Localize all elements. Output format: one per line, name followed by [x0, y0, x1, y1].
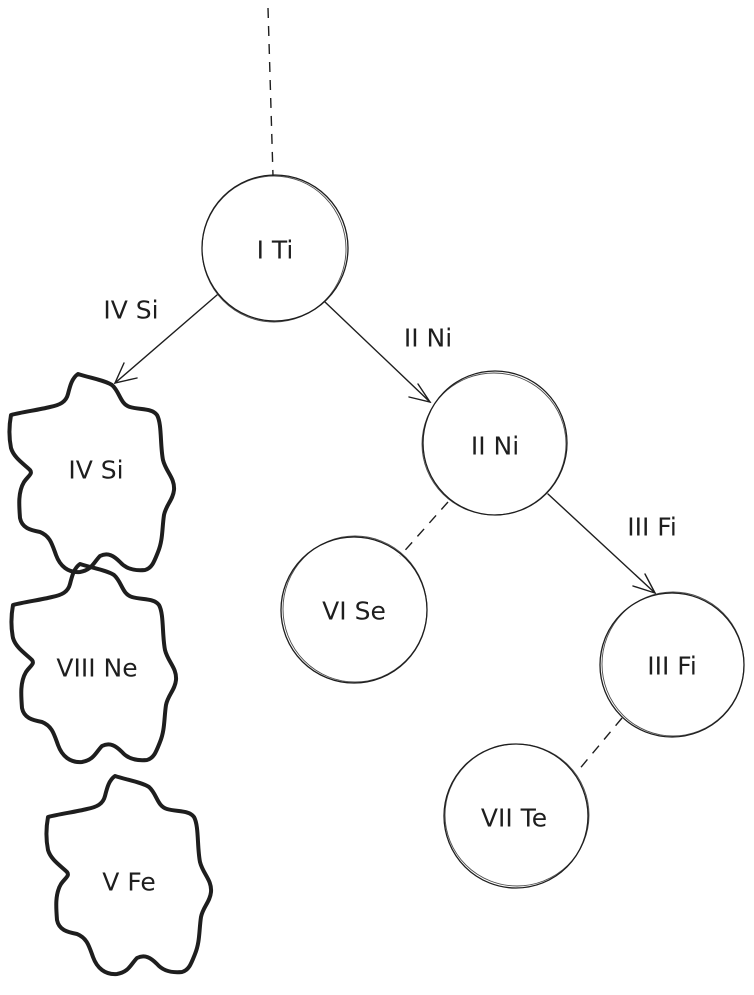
node-i-ti[interactable]: I Ti: [201, 174, 349, 323]
node-label: V Fe: [102, 868, 155, 897]
edge-i-ti-to-iv-si: [113, 294, 218, 384]
node-label: VI Se: [322, 597, 386, 626]
node-iv-si[interactable]: IV Si: [7, 372, 177, 575]
edge-i-ti-to-ii-ni: [324, 301, 432, 404]
node-ii-ni[interactable]: II Ni: [421, 370, 568, 516]
node-vi-se[interactable]: VI Se: [280, 535, 428, 684]
node-iii-fi[interactable]: III Fi: [599, 591, 745, 738]
node-label: VIII Ne: [56, 654, 137, 683]
node-label: III Fi: [647, 652, 697, 681]
node-label: VII Te: [481, 804, 547, 833]
edge-label-iii-fi: III Fi: [627, 513, 677, 542]
edge-ii-ni-to-iii-fi: [547, 493, 657, 595]
edge-line: [547, 493, 656, 594]
edge-line: [324, 301, 431, 403]
node-circle-sketch: [201, 175, 347, 323]
edge-label-iv-si: IV Si: [103, 296, 158, 325]
node-circle-sketch: [444, 743, 590, 887]
node-v-fe[interactable]: V Fe: [44, 774, 214, 977]
node-label: IV Si: [68, 456, 123, 485]
arrowhead-icon: [408, 383, 432, 404]
node-circle-sketch: [421, 372, 567, 516]
node-circle-sketch: [282, 535, 428, 683]
edge-ii-ni-to-vi-se-dashed: [399, 501, 449, 557]
node-label: I Ti: [257, 236, 294, 265]
root-connector-dashed: [267, 7, 274, 177]
node-label: II Ni: [471, 432, 519, 461]
node-circle-sketch: [601, 591, 745, 737]
edge-label-ii-ni: II Ni: [404, 324, 452, 353]
node-viii-ne[interactable]: VIII Ne: [9, 562, 179, 765]
arrowhead-icon: [632, 573, 657, 595]
edge-iii-fi-to-vii-te-dashed: [576, 717, 623, 773]
node-vii-te[interactable]: VII Te: [443, 743, 590, 889]
arrowhead-icon: [113, 362, 138, 384]
edge-line: [114, 294, 218, 384]
